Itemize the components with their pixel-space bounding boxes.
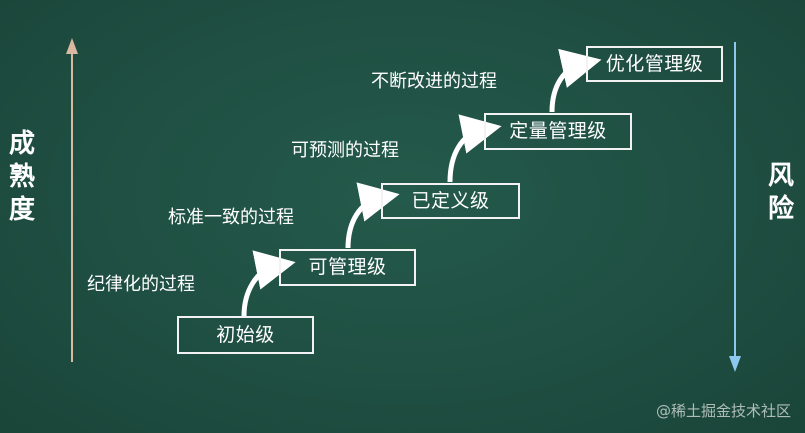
process-label-disciplined: 纪律化的过程	[87, 274, 195, 295]
process-label-predictable: 可预测的过程	[291, 140, 399, 161]
maturity-label: 成熟度	[8, 129, 35, 225]
step-arrow-2	[345, 182, 400, 249]
level-box-defined: 已定义级	[381, 183, 520, 219]
risk-axis-arrow	[729, 42, 741, 372]
process-label-continuous-improvement: 不断改进的过程	[371, 71, 497, 92]
risk-label: 风险	[767, 161, 794, 224]
maturity-axis-arrow	[66, 38, 78, 362]
process-label-standard-consistent: 标准一致的过程	[168, 207, 294, 228]
step-arrow-3	[447, 114, 502, 183]
watermark: @稀土掘金技术社区	[655, 402, 791, 420]
level-box-initial: 初始级	[177, 316, 314, 354]
step-arrow-1	[241, 250, 296, 317]
level-box-optimizing: 优化管理级	[586, 46, 723, 82]
level-box-managed: 可管理级	[279, 249, 416, 286]
level-box-quantitatively-managed: 定量管理级	[484, 113, 632, 150]
step-arrow-4	[549, 48, 602, 113]
